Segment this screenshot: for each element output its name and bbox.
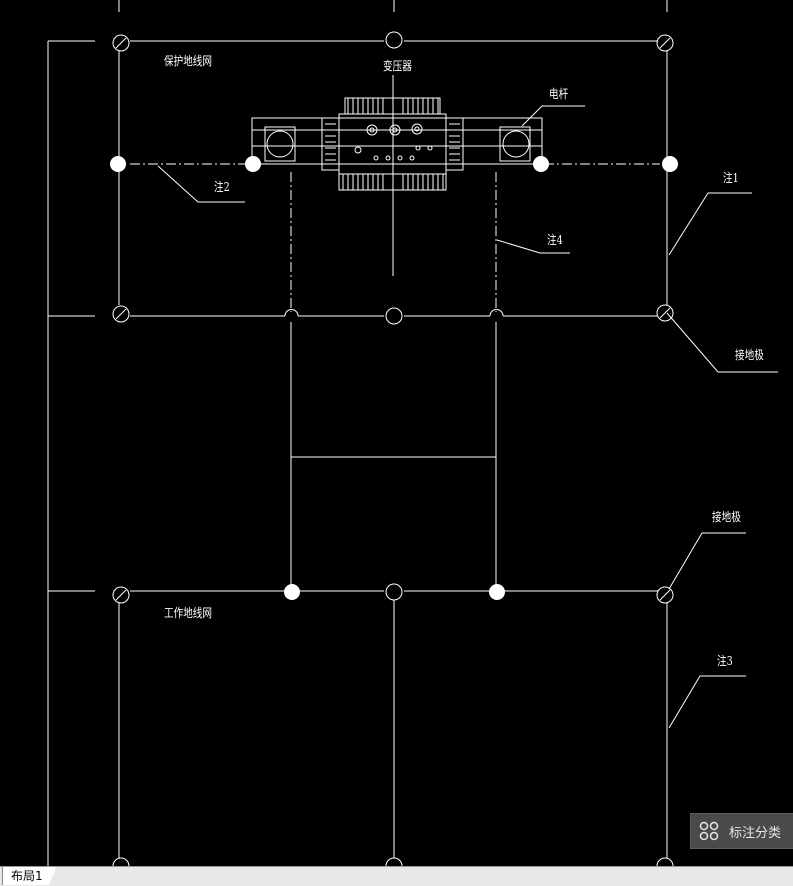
annotation-category-label: 标注分类 xyxy=(729,825,782,841)
cad-drawing-canvas[interactable] xyxy=(0,0,793,866)
insulator xyxy=(266,130,294,158)
drawing-stroke xyxy=(411,123,423,135)
grid-node xyxy=(656,586,674,604)
leader-ground-upper xyxy=(666,312,778,373)
wire-crossover xyxy=(284,309,504,317)
drawing-stroke xyxy=(115,37,127,49)
insulator xyxy=(502,130,530,158)
ground-connection-dot xyxy=(662,156,678,172)
tab-layout1[interactable]: 布局1 xyxy=(2,867,57,885)
node-ticks xyxy=(115,37,671,601)
drawing-stroke xyxy=(385,155,391,161)
cooling-fins xyxy=(325,98,460,190)
label-protective-grid: 保护地线网 xyxy=(164,54,213,68)
drawing-stroke xyxy=(499,126,531,162)
annotation-category-panel[interactable]: 标注分类 xyxy=(690,813,793,849)
ground-connection-dot xyxy=(110,156,126,172)
grid-node xyxy=(385,307,403,325)
grid-node xyxy=(385,583,403,601)
ground-connection-dot xyxy=(245,156,261,172)
grid-node xyxy=(112,586,130,604)
grid-node xyxy=(656,34,674,52)
label-transformer: 变压器 xyxy=(383,59,412,73)
drawing-stroke xyxy=(373,155,379,161)
label-note3: 注3 xyxy=(717,654,733,668)
drawing-stroke xyxy=(389,124,401,136)
drawing-stroke xyxy=(47,0,778,866)
leader-note4 xyxy=(496,239,570,254)
drawing-stroke xyxy=(369,127,375,133)
label-ground-electrode-lower: 接地极 xyxy=(712,510,741,524)
drawing-stroke xyxy=(366,124,378,136)
label-ground-electrode-upper: 接地极 xyxy=(735,348,764,362)
grid-icon xyxy=(699,821,719,841)
ground-connection-dot xyxy=(533,156,549,172)
grid-node xyxy=(112,305,130,323)
pole-crossarm xyxy=(251,117,543,165)
drawing-stroke xyxy=(321,117,340,171)
layout-tab-bar: 布局1 xyxy=(0,866,793,886)
label-pole: 电杆 xyxy=(549,87,569,101)
grid-node xyxy=(112,34,130,52)
label-note1: 注1 xyxy=(723,171,739,185)
leader-note1 xyxy=(668,192,752,256)
grid-node xyxy=(385,857,403,866)
grid-node xyxy=(656,304,674,322)
leader-note3 xyxy=(668,675,746,729)
leader-ground-lower xyxy=(668,532,746,590)
label-working-grid: 工作地线网 xyxy=(164,606,213,620)
grid-node xyxy=(112,857,130,866)
leader-note2 xyxy=(157,165,245,203)
label-note4: 注4 xyxy=(547,233,563,247)
ground-connection-dot xyxy=(284,584,300,600)
drawing-stroke xyxy=(354,146,362,154)
drawing-stroke xyxy=(110,156,678,600)
drawing-stroke xyxy=(659,307,671,319)
bushings xyxy=(354,123,433,161)
drawing-stroke xyxy=(115,589,127,601)
drawing-stroke xyxy=(427,145,433,151)
drawing-stroke xyxy=(409,155,415,161)
grid-node xyxy=(656,857,674,866)
drawing-stroke xyxy=(414,126,420,132)
drawing-stroke xyxy=(397,155,403,161)
drawing-stroke xyxy=(415,145,421,151)
drawing-stroke xyxy=(115,308,127,320)
leader-pole xyxy=(521,105,585,127)
drawing-stroke xyxy=(659,37,671,49)
ground-connection-dot xyxy=(489,584,505,600)
grid-node xyxy=(385,31,403,49)
drawing-stroke xyxy=(264,126,296,162)
drawing-stroke xyxy=(659,589,671,601)
label-note2: 注2 xyxy=(214,180,230,194)
drawing-stroke xyxy=(445,117,464,171)
